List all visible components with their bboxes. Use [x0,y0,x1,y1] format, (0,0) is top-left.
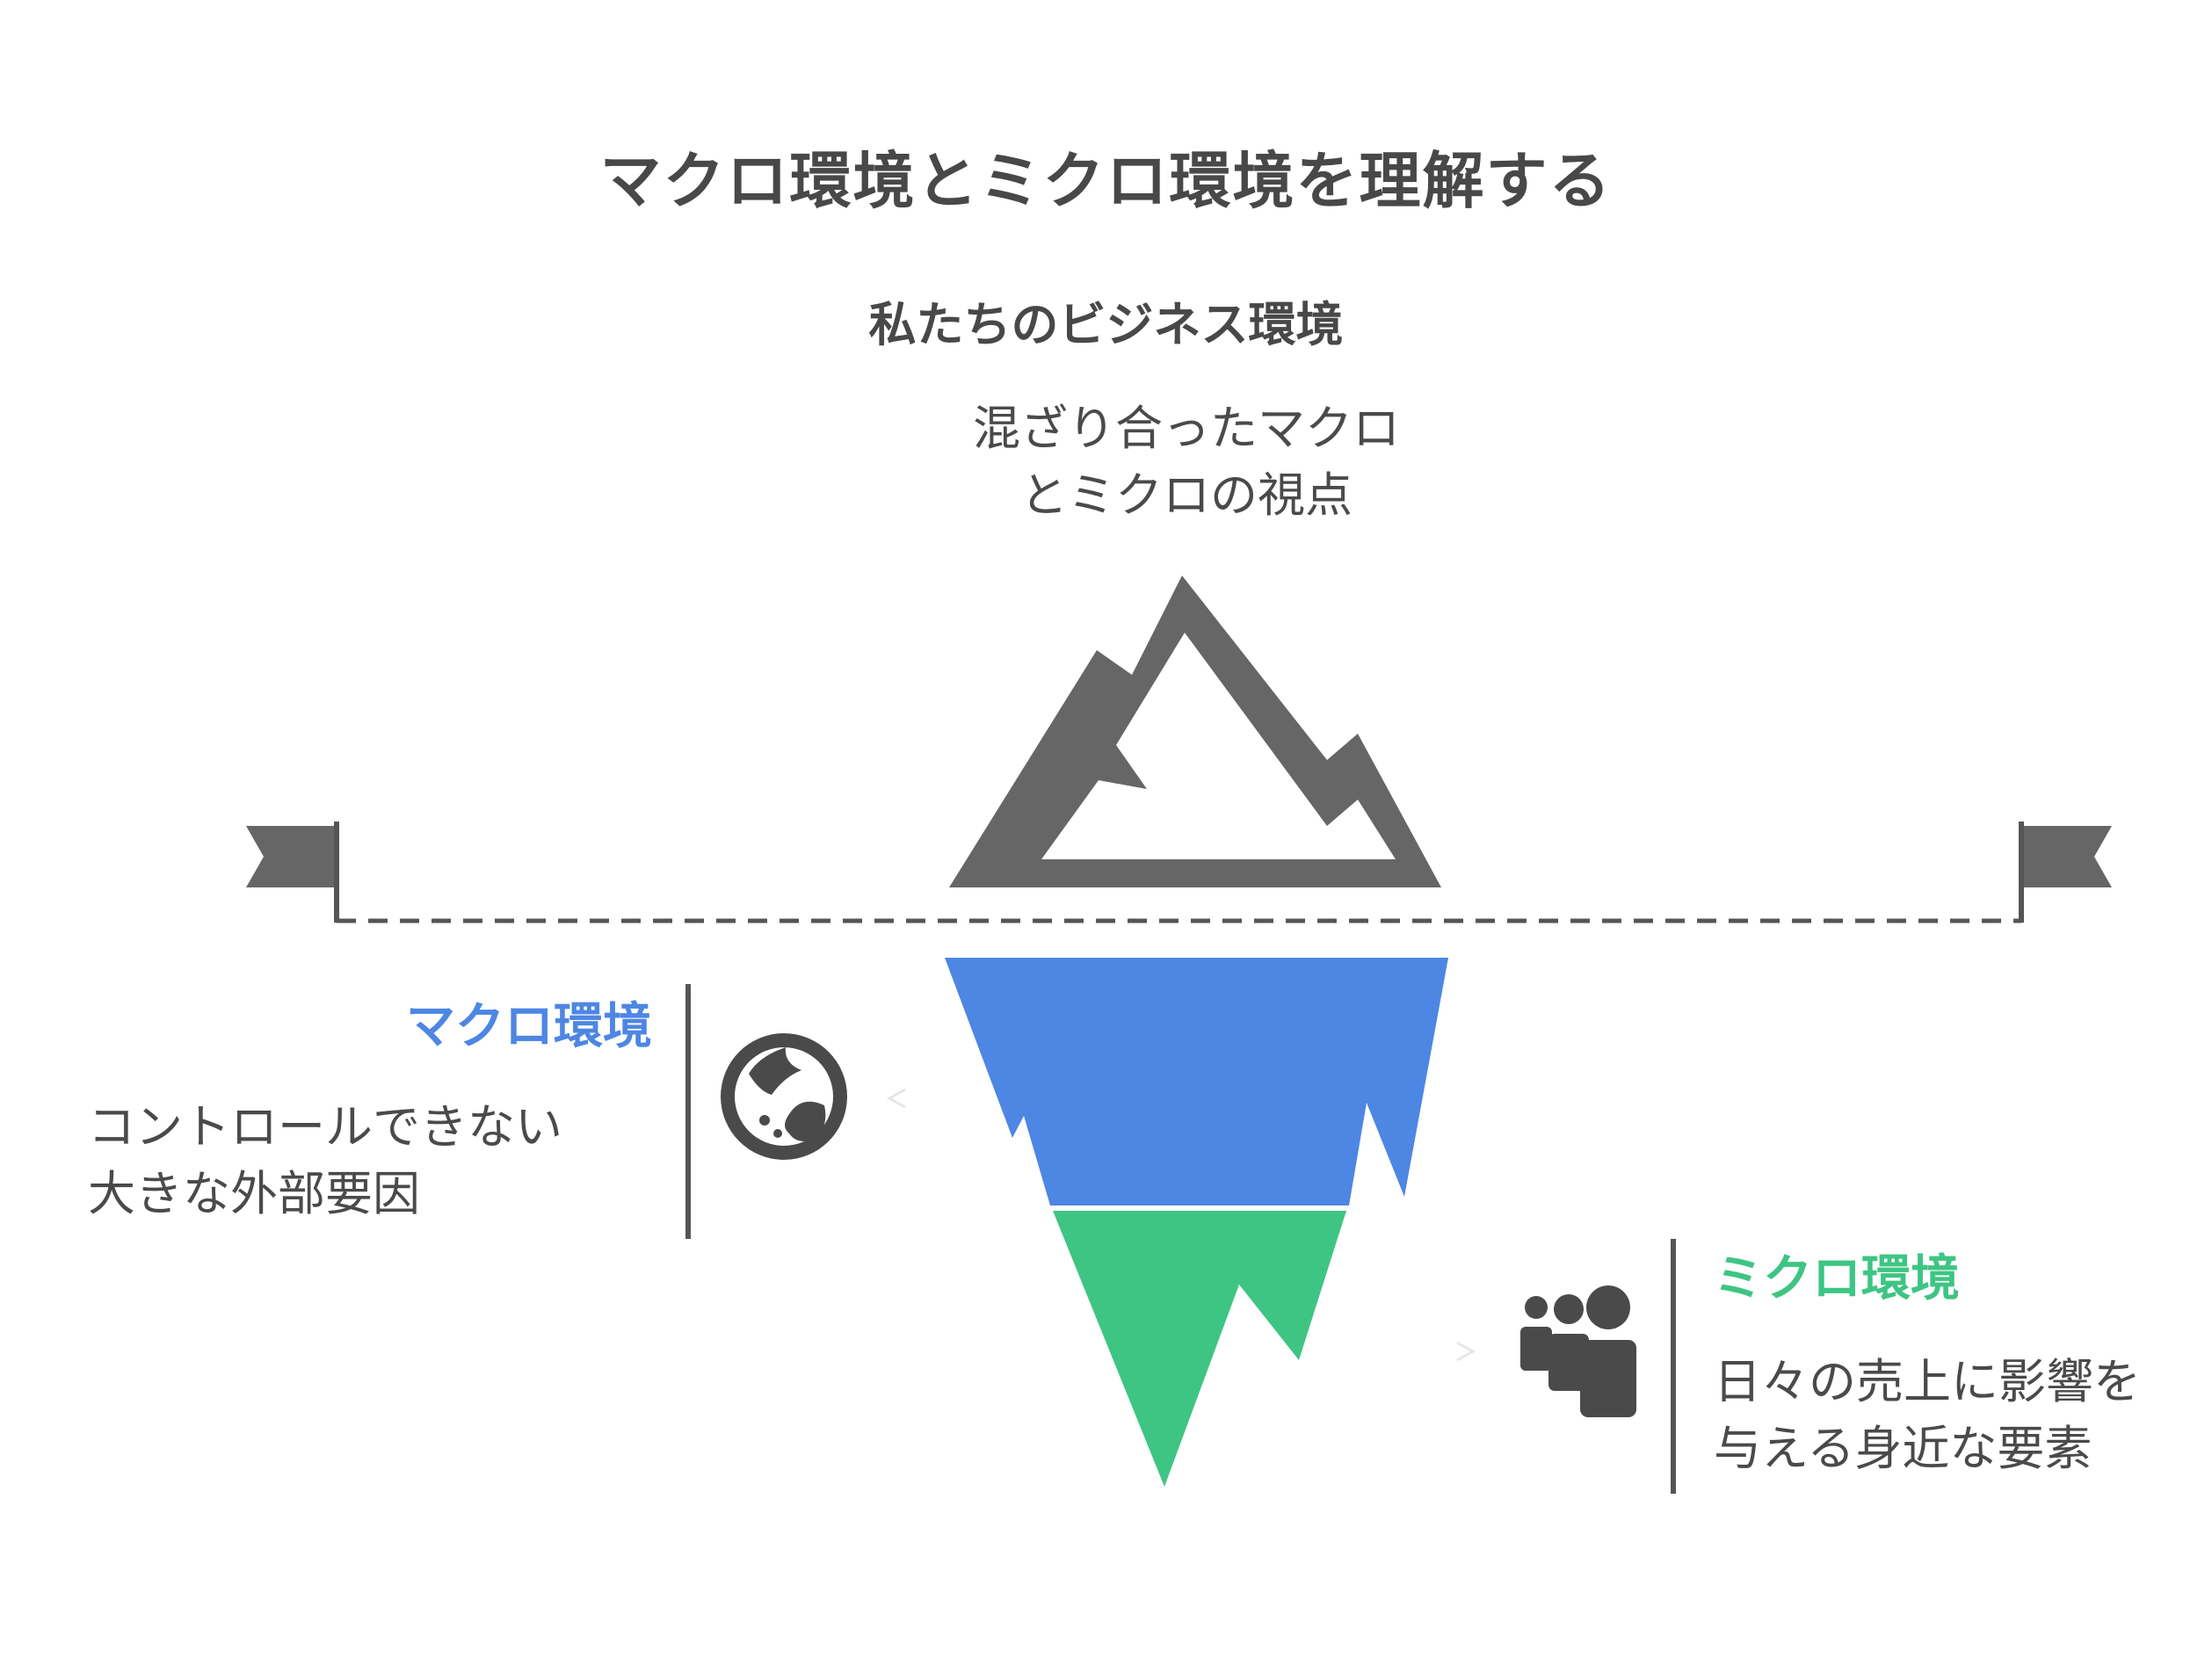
business-environment-heading: 私たちのビジネス環境 [868,297,1344,352]
globe-icon [721,1033,847,1160]
macro-environment-label: マクロ環境 [406,998,652,1055]
left-flag [246,822,339,923]
description-line: とミクロの視点 [1020,467,1353,523]
micro-environment-description: 日々の売上に影響を 与える身近な要素 [1714,1349,2206,1482]
micro-environment-label: ミクロ環境 [1714,1250,1960,1307]
description-line: 与える身近な要素 [1714,1421,2092,1476]
iceberg-macro-section [945,958,1448,1205]
description-line: コントロールできない [88,1099,562,1155]
iceberg-tip-icon [949,576,1441,887]
people-icon [1520,1285,1636,1417]
iceberg-micro-section [1053,1211,1346,1487]
macro-connector-arrow [886,1088,906,1109]
description-line: 大きな外部要因 [88,1166,420,1221]
description-line: 日々の売上に影響を [1714,1354,2141,1409]
diagram-title: マクロ環境とミクロ環境を理解する [599,145,1613,217]
right-flag [2019,822,2112,923]
business-environment-description: 混ざり合ったマクロ とミクロの視点 [791,395,1582,529]
macro-environment-description: コントロールできない 大きな外部要因 [88,1094,650,1227]
micro-connector-arrow [1456,1341,1476,1362]
description-line: 混ざり合ったマクロ [973,401,1400,456]
